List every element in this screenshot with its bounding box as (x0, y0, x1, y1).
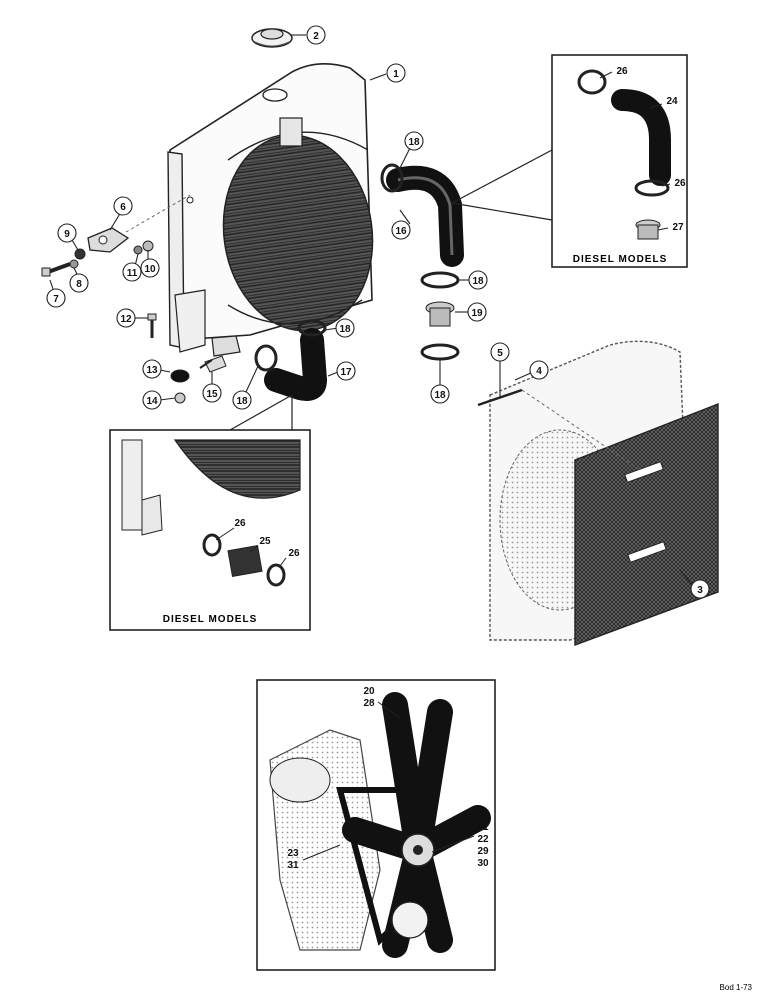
fan-label-31: 31 (287, 860, 299, 871)
diesel-models-caption-bottom: DIESEL MODELS (163, 614, 258, 625)
upper-hose-16 (386, 165, 464, 267)
fan-leaders (215, 71, 671, 861)
callout-circles (46, 25, 710, 599)
callout-8: 8 (76, 279, 82, 290)
callout-6: 6 (120, 202, 126, 213)
callout-18d: 18 (339, 324, 351, 335)
clamp-18b (420, 271, 460, 289)
callout-3: 3 (697, 585, 703, 596)
nut-10 (142, 240, 154, 252)
fan-label-20: 20 (363, 686, 375, 697)
mount-bracket (87, 194, 191, 253)
callout-18b: 18 (472, 276, 484, 287)
fan-label-29: 29 (477, 846, 489, 857)
washer-11 (133, 245, 143, 255)
callout-7: 7 (53, 294, 59, 305)
callout-numbers: 2 1 3 4 5 6 7 8 9 10 11 12 13 14 15 16 1… (53, 31, 703, 871)
callout-15: 15 (206, 389, 218, 400)
callout-26a: 26 (616, 66, 628, 77)
callout-13: 13 (146, 365, 158, 376)
radiator-with-screen (477, 340, 719, 647)
bolt-7 (41, 262, 71, 277)
callout-25: 25 (259, 536, 271, 547)
pad-13 (170, 369, 190, 383)
callout-26b: 26 (674, 178, 686, 189)
callout-18a: 18 (408, 137, 420, 148)
callout-11: 11 (127, 268, 138, 279)
callout-12: 12 (120, 314, 132, 325)
callout-17: 17 (340, 367, 352, 378)
clamp-18c (420, 343, 460, 361)
radiator-cap (251, 28, 293, 48)
fan-label-23: 23 (287, 848, 299, 859)
callout-26c: 26 (234, 518, 246, 529)
washer-8 (69, 259, 79, 269)
fan-label-22: 22 (477, 834, 489, 845)
callout-16: 16 (395, 226, 407, 237)
callout-24: 24 (666, 96, 678, 107)
drawing-code: Bod 1-73 (720, 983, 753, 992)
callout-10: 10 (144, 264, 156, 275)
callout-19: 19 (471, 308, 483, 319)
diesel-inset-bottom (109, 394, 311, 631)
drain-cock-15 (199, 355, 227, 373)
callout-5: 5 (497, 348, 503, 359)
callout-4: 4 (536, 366, 542, 377)
callout-9: 9 (64, 229, 70, 240)
fan-label-30: 30 (477, 858, 489, 869)
fan-label-21: 21 (477, 822, 489, 833)
bolt-12 (147, 313, 157, 338)
lower-hose-17 (264, 328, 328, 401)
washer-9 (74, 248, 86, 260)
radiator-assembly (167, 63, 374, 357)
diesel-models-caption-top: DIESEL MODELS (573, 254, 668, 265)
fan-label-28: 28 (363, 698, 375, 709)
diesel-inset-top (451, 54, 688, 268)
callout-18e: 18 (236, 396, 248, 407)
clamp-18e (254, 344, 278, 372)
callout-18c: 18 (434, 390, 446, 401)
clamp-18d (297, 319, 327, 337)
clamp-18a (380, 163, 404, 193)
callout-26d: 26 (288, 548, 300, 559)
callout-14: 14 (146, 396, 158, 407)
callout-2: 2 (313, 31, 319, 42)
callout-27: 27 (672, 222, 684, 233)
fan-inset (256, 679, 496, 971)
nut-14 (174, 392, 186, 404)
thermostat-19 (425, 301, 455, 327)
callout-1: 1 (393, 69, 399, 80)
